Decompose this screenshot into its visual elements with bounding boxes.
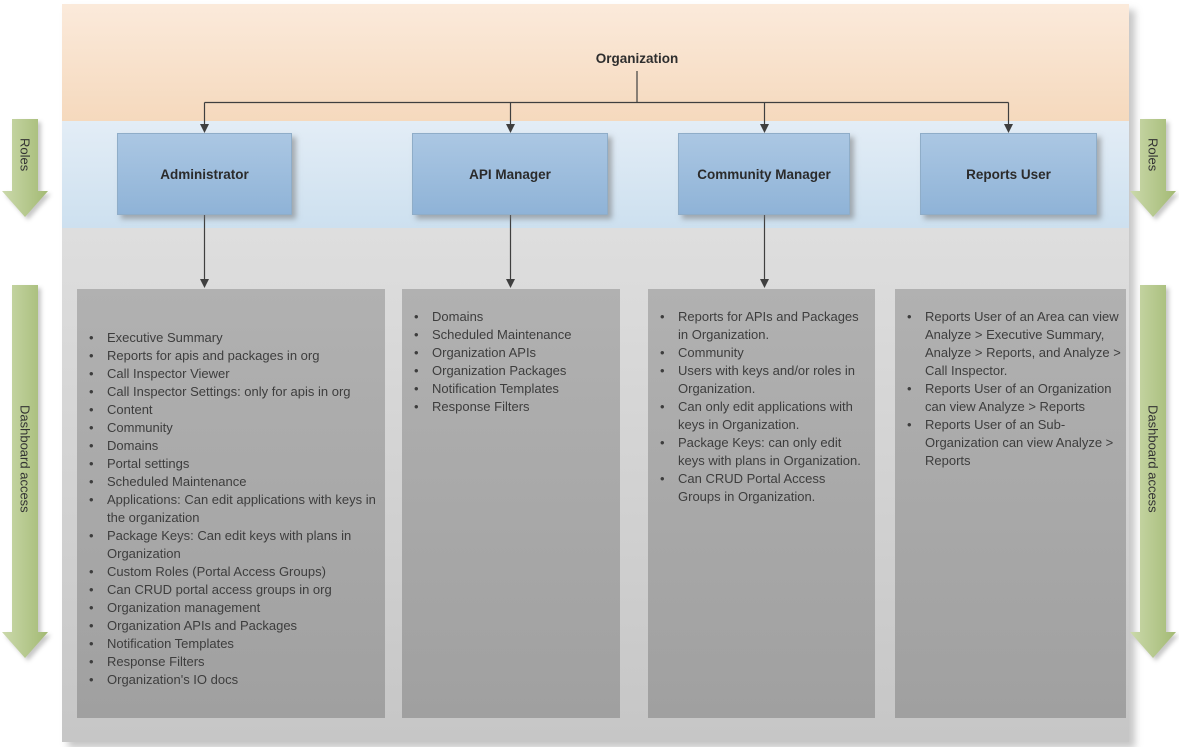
access-item: Can only edit applications with keys in …	[657, 398, 871, 434]
role-box-community-manager: Community Manager	[678, 133, 850, 215]
roles-arrow-label: Roles	[17, 138, 33, 172]
access-panel-administrator: Executive SummaryReports for apis and pa…	[77, 289, 385, 718]
access-list-administrator: Executive SummaryReports for apis and pa…	[77, 289, 385, 689]
access-item: Scheduled Maintenance	[411, 326, 616, 344]
access-item: Call Inspector Settings: only for apis i…	[86, 383, 381, 401]
access-item: Organization management	[86, 599, 381, 617]
dashboard-access-arrow-left: Dashboard access	[2, 285, 48, 658]
access-panel-community-manager: Reports for APIs and Packages in Organiz…	[648, 289, 875, 718]
organization-band	[62, 4, 1129, 121]
access-item: Response Filters	[411, 398, 616, 416]
access-item: Community	[657, 344, 871, 362]
roles-arrow-right: Roles	[1130, 119, 1176, 217]
roles-arrow-label: Roles	[1145, 138, 1161, 172]
role-box-administrator: Administrator	[117, 133, 292, 215]
access-item: Organization APIs	[411, 344, 616, 362]
access-list-community-manager: Reports for APIs and Packages in Organiz…	[648, 289, 875, 506]
access-item: Portal settings	[86, 455, 381, 473]
access-item: Scheduled Maintenance	[86, 473, 381, 491]
access-item: Users with keys and/or roles in Organiza…	[657, 362, 871, 398]
access-item: Organization's IO docs	[86, 671, 381, 689]
roles-arrow-left: Roles	[2, 119, 48, 217]
role-box-api-manager: API Manager	[412, 133, 608, 215]
access-panel-api-manager: DomainsScheduled MaintenanceOrganization…	[402, 289, 620, 718]
access-item: Domains	[411, 308, 616, 326]
access-item: Reports User of an Area can view Analyze…	[904, 308, 1122, 380]
role-box-label: Administrator	[160, 166, 249, 182]
access-item: Applications: Can edit applications with…	[86, 491, 381, 527]
dashboard-access-arrow-label: Dashboard access	[1145, 404, 1161, 513]
access-item: Organization Packages	[411, 362, 616, 380]
dashboard-access-arrow-label: Dashboard access	[17, 404, 33, 513]
access-item: Notification Templates	[411, 380, 616, 398]
access-list-api-manager: DomainsScheduled MaintenanceOrganization…	[402, 289, 620, 416]
organization-title: Organization	[595, 51, 679, 66]
access-item: Organization APIs and Packages	[86, 617, 381, 635]
access-item: Executive Summary	[86, 329, 381, 347]
role-box-label: API Manager	[469, 166, 551, 182]
access-item: Content	[86, 401, 381, 419]
access-item: Community	[86, 419, 381, 437]
access-list-reports-user: Reports User of an Area can view Analyze…	[895, 289, 1126, 470]
dashboard-access-arrow-right: Dashboard access	[1130, 285, 1176, 658]
access-item: Call Inspector Viewer	[86, 365, 381, 383]
access-item: Domains	[86, 437, 381, 455]
access-item: Reports User of an Organization can view…	[904, 380, 1122, 416]
role-box-reports-user: Reports User	[920, 133, 1097, 215]
role-box-label: Community Manager	[697, 166, 831, 182]
access-item: Notification Templates	[86, 635, 381, 653]
access-item: Response Filters	[86, 653, 381, 671]
role-box-label: Reports User	[966, 166, 1051, 182]
access-panel-reports-user: Reports User of an Area can view Analyze…	[895, 289, 1126, 718]
access-item: Can CRUD portal access groups in org	[86, 581, 381, 599]
access-item: Reports for APIs and Packages in Organiz…	[657, 308, 871, 344]
access-item: Reports for apis and packages in org	[86, 347, 381, 365]
access-item: Reports User of an Sub-Organization can …	[904, 416, 1122, 470]
access-item: Package Keys: Can edit keys with plans i…	[86, 527, 381, 563]
access-item: Custom Roles (Portal Access Groups)	[86, 563, 381, 581]
access-item: Can CRUD Portal Access Groups in Organiz…	[657, 470, 871, 506]
access-item: Package Keys: can only edit keys with pl…	[657, 434, 871, 470]
